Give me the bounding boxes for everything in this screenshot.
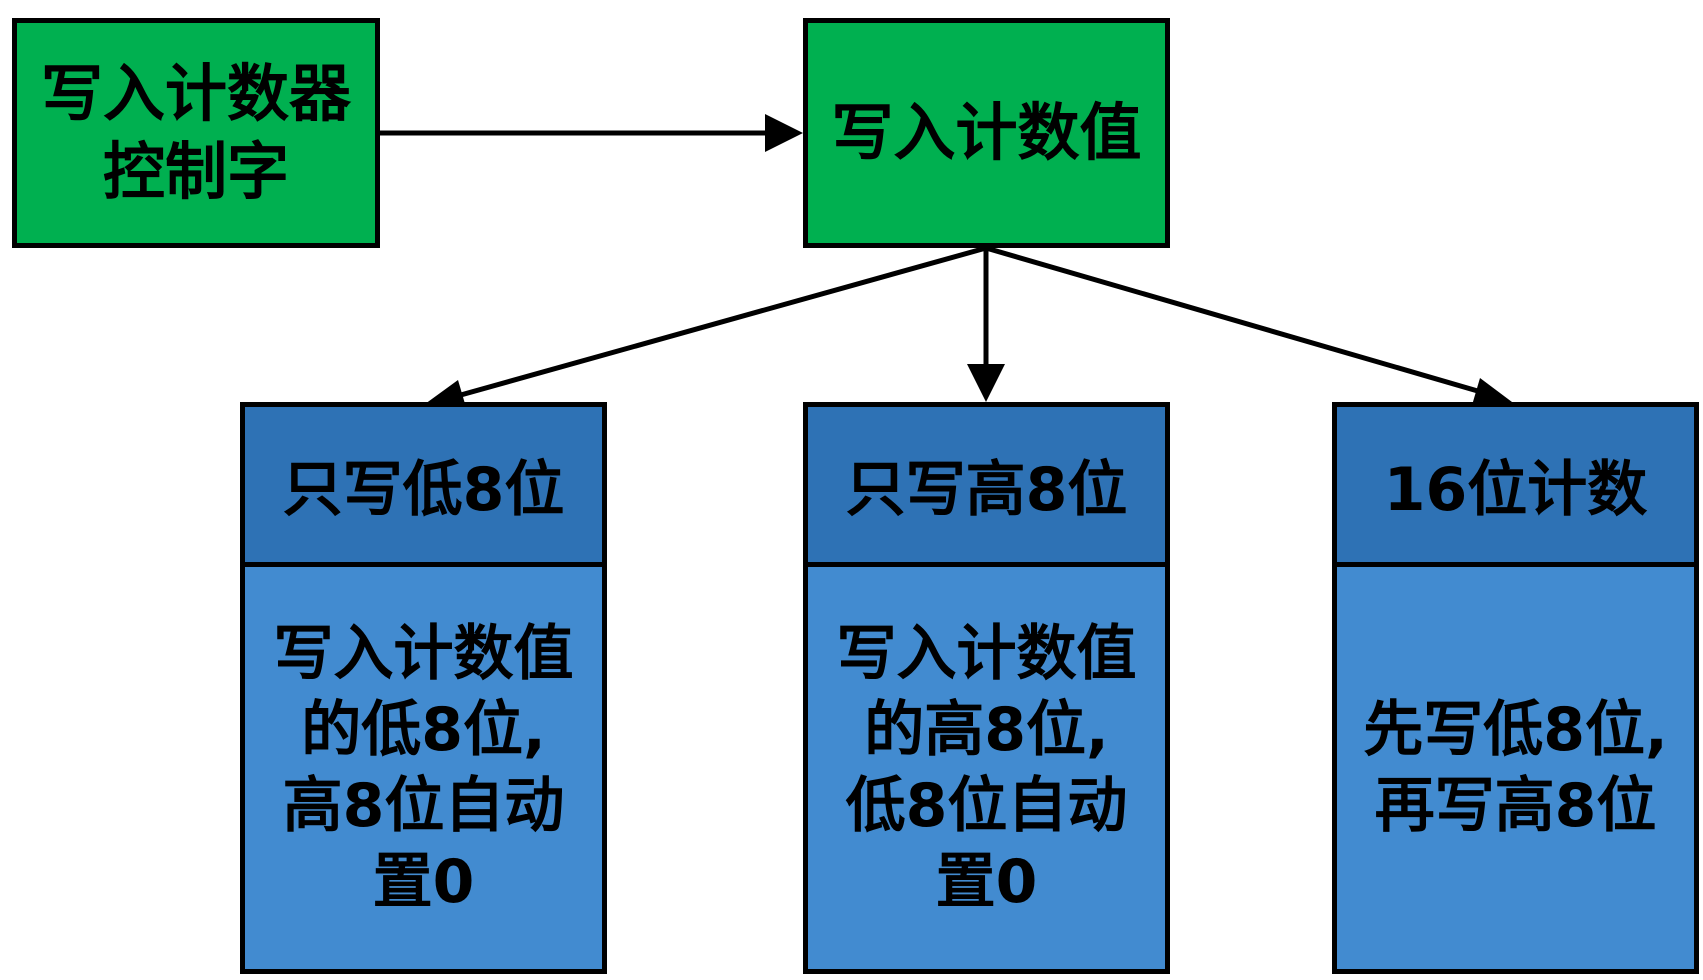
arrow-value-to-16bit bbox=[985, 245, 1489, 397]
mode-16bit-title: 16位计数 bbox=[1337, 407, 1694, 567]
arrowhead-control-to-value bbox=[765, 114, 803, 152]
mode-high-8bit-description: 写入计数值 的高8位, 低8位自动 置0 bbox=[808, 567, 1165, 969]
mode-high-8bit-title: 只写高8位 bbox=[808, 407, 1165, 567]
arrow-value-to-low bbox=[449, 245, 987, 401]
mode-16bit: 16位计数 先写低8位, 再写高8位 bbox=[1332, 402, 1699, 974]
node-control-word-label: 写入计数器 控制字 bbox=[40, 57, 351, 208]
mode-16bit-description: 先写低8位, 再写高8位 bbox=[1337, 567, 1694, 969]
mode-low-8bit-description: 写入计数值 的低8位, 高8位自动 置0 bbox=[245, 567, 602, 969]
mode-low-8bit: 只写低8位 写入计数值 的低8位, 高8位自动 置0 bbox=[240, 402, 607, 974]
node-control-word: 写入计数器 控制字 bbox=[12, 18, 380, 248]
mode-low-8bit-title: 只写低8位 bbox=[245, 407, 602, 567]
arrowhead-value-to-high bbox=[967, 364, 1005, 402]
node-count-value-label: 写入计数值 bbox=[831, 96, 1142, 169]
mode-high-8bit: 只写高8位 写入计数值 的高8位, 低8位自动 置0 bbox=[803, 402, 1170, 974]
node-count-value: 写入计数值 bbox=[803, 18, 1170, 248]
